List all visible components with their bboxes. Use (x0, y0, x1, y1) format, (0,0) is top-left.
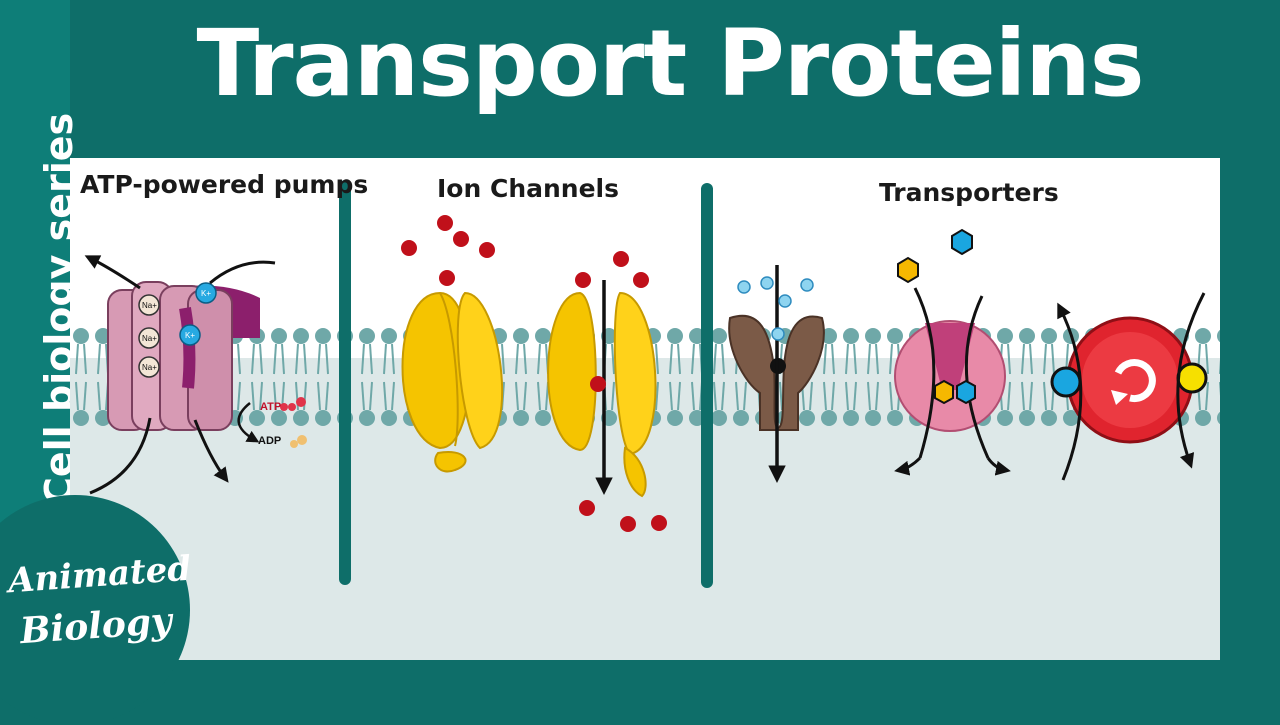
na-label-2: Na+ (142, 334, 157, 343)
label-ion-channels: Ion Channels (437, 174, 619, 203)
na-label-1: Na+ (142, 301, 157, 310)
label-transporters: Transporters (879, 178, 1059, 207)
k-label-1: K+ (201, 289, 211, 298)
adp-label: ADP (258, 435, 281, 447)
divider-right (701, 183, 713, 588)
divider-left (339, 180, 351, 585)
atp-pump (84, 255, 307, 495)
ions-red (401, 215, 667, 532)
antiporter (1050, 292, 1208, 481)
label-atp-pumps: ATP-powered pumps (80, 170, 369, 199)
page-title: Transport Proteins (196, 10, 1145, 117)
animated-biology-logo (0, 495, 190, 725)
na-label-3: Na+ (142, 363, 157, 372)
diagram-panel: ATP ADP Na+ Na+ Na+ K+ K+ ATP-powered pu… (70, 158, 1220, 660)
k-label-2: K+ (185, 331, 195, 340)
water-channel (728, 265, 825, 483)
ion-channel-closed (401, 291, 504, 473)
symporter (894, 228, 1011, 476)
membrane-diagram: ATP ADP Na+ Na+ Na+ K+ K+ (70, 215, 1220, 532)
series-strip (0, 0, 70, 545)
atp-label: ATP (260, 401, 281, 413)
